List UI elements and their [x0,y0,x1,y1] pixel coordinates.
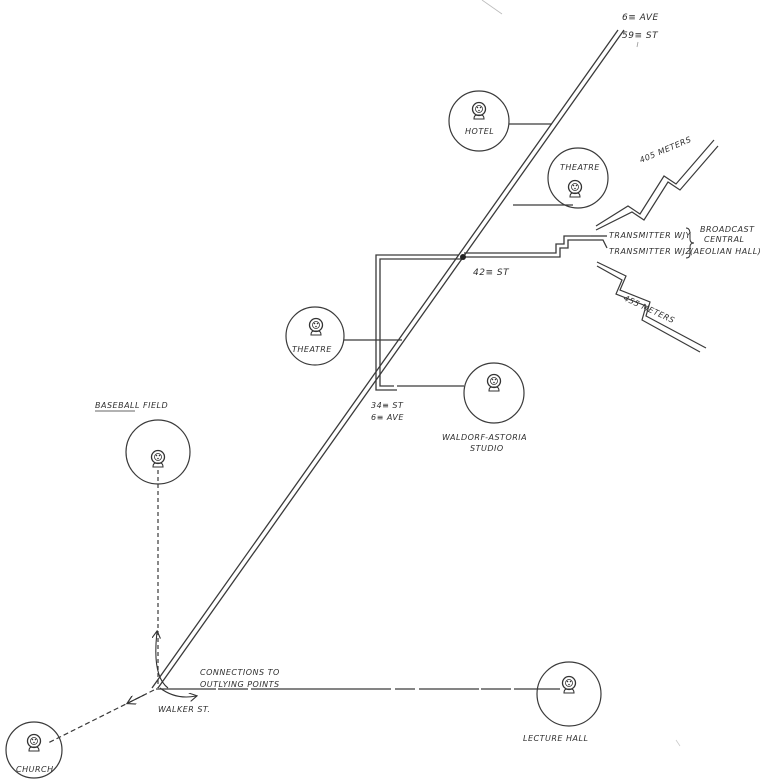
theatre-lower-venue: THEATRE [285,306,345,366]
radio-wave-upper-icon [595,139,715,227]
baseball-field-venue: BASEBALL FIELD [95,401,191,485]
waldorf-label-line1: WALDORF-ASTORIA [442,433,527,442]
theatre-lower-label: THEATRE [292,345,332,354]
curved-arrow-icon [156,632,169,689]
wave-455-label: 455 METERS [622,294,676,326]
connections-label-line2: OUTLYING POINTS [200,680,280,689]
main-trunk-line [151,29,625,689]
baseball-field-label: BASEBALL FIELD [95,401,168,410]
loudspeaker-icon [26,733,42,752]
transmitter-wjz-label: TRANSMITTER WJZ [609,247,691,256]
junction-node [460,254,466,260]
endpoint-street-label: 59≡ ST [622,31,659,41]
church-circle [5,721,63,779]
walker-street-label: WALKER ST. [158,705,210,714]
hotel-circle [448,90,510,152]
hotel-label: HOTEL [465,127,494,136]
radio-wave-lower-icon [596,265,701,353]
stray-mark [636,41,639,48]
theatre-upper-venue: THEATRE [547,147,609,209]
lecture-hall-label: LECTURE HALL [523,734,588,743]
broadcast-central-line3: (AEOLIAN HALL) [690,247,761,256]
stray-mark [675,739,681,747]
radio-wave-lower-icon [596,261,707,349]
theatre-lower-circle [285,306,345,366]
street-42-label: 42≡ ST [473,268,510,278]
transmitter-wjy-label: TRANSMITTER WJY [609,231,691,240]
hotel-venue: HOTEL [448,90,510,152]
loudspeaker-icon [486,373,502,392]
loudspeaker-icon [308,317,324,336]
loudspeaker-icon [150,449,166,468]
street-42-branch [375,235,591,391]
bracket [685,227,695,259]
connections-label-line1: CONNECTIONS TO [200,668,280,677]
endpoint-avenue-label: 6≡ AVE [622,13,659,23]
broadcast-central-line2: CENTRAL [704,235,745,244]
waldorf-astoria-studio-venue: WALDORF-ASTORIA STUDIO [442,362,527,453]
waldorf-label-line2: STUDIO [470,444,504,453]
waldorf-circle [463,362,525,424]
loudspeaker-icon [561,675,577,694]
radio-wave-upper-icon [595,145,719,231]
broadcast-central-line1: BROADCAST [700,225,755,234]
church-venue: CHURCH [5,721,63,779]
loudspeaker-icon [471,101,487,120]
lecture-hall-circle [536,661,602,727]
lecture-hall-venue: LECTURE HALL [523,661,602,743]
street-34-label: 34≡ ST [371,401,404,410]
theatre-upper-label: THEATRE [560,163,600,172]
curved-arrow-icon [159,687,196,697]
stray-mark [481,0,503,15]
wave-405-label: 405 METERS [638,135,692,165]
theatre-upper-circle [547,147,609,209]
loudspeaker-icon [567,179,583,198]
church-label: CHURCH [16,765,54,774]
arrow-icon [128,694,145,703]
avenue-6-label: 6≡ AVE [371,413,404,422]
broadcast-central: TRANSMITTER WJY TRANSMITTER WJZ BROADCAS… [591,225,761,259]
